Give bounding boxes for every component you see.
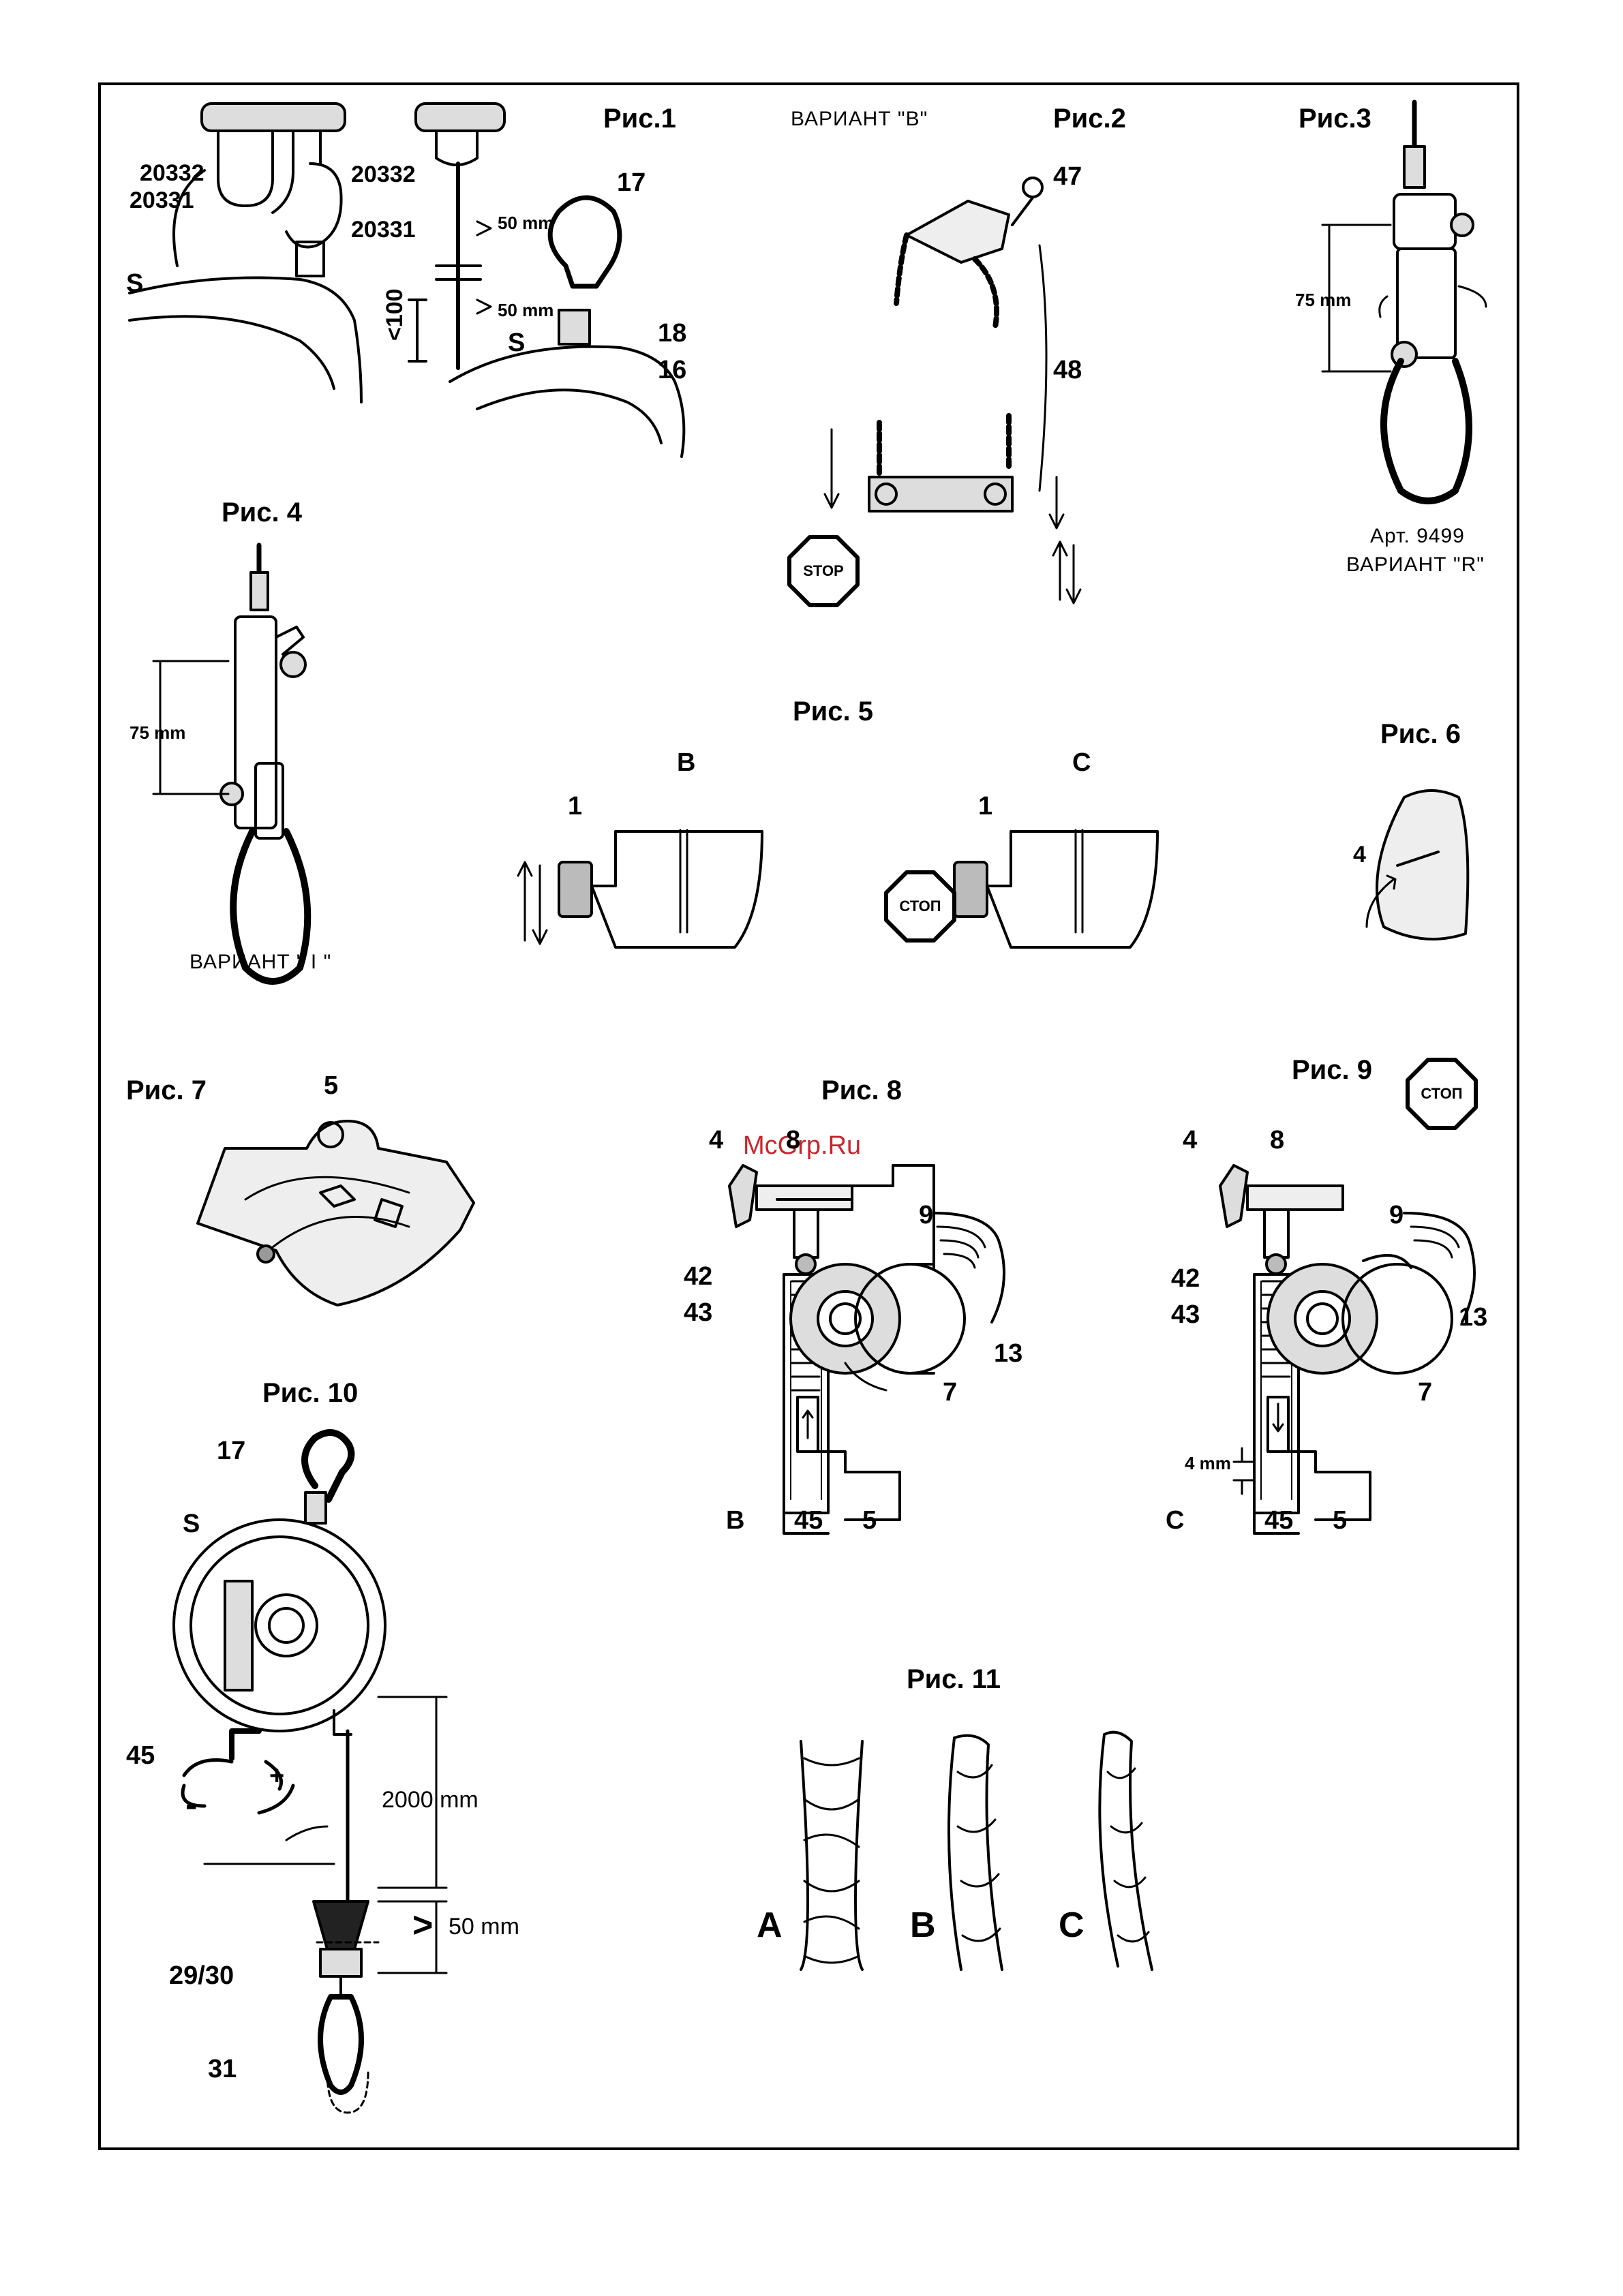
fig9-dim-4mm: 4 mm: [1185, 1453, 1231, 1473]
fig4-dim-75mm: 75 mm: [130, 722, 186, 743]
fig1-label-s: S: [126, 269, 144, 298]
fig9-label-8: 8: [1270, 1126, 1285, 1154]
fig8-drawing: [728, 1164, 1005, 1535]
fig7-label-5: 5: [324, 1071, 339, 1100]
fig1-label-20332b: 20332: [351, 162, 416, 187]
fig10-dim-50mm: 50 mm: [449, 1914, 519, 1940]
fig8-label-13: 13: [994, 1339, 1023, 1368]
fig1-title: Рис.1: [603, 104, 676, 134]
fig10-label-s: S: [183, 1510, 200, 1538]
fig6-label-4: 4: [1353, 842, 1366, 868]
fig1-dim-50mm-a: 50 mm: [498, 213, 554, 233]
fig8-title: Рис. 8: [821, 1075, 902, 1105]
fig8-label-5: 5: [862, 1506, 877, 1535]
fig6-title: Рис. 6: [1380, 719, 1461, 749]
fig3-drawing: [1321, 100, 1487, 504]
fig10-label-17: 17: [217, 1437, 246, 1465]
fig9-label-c: C: [1166, 1506, 1185, 1535]
fig1-dim-100: <100: [382, 288, 408, 341]
fig10-title: Рис. 10: [262, 1378, 359, 1408]
fig10-label-29-30: 29/30: [169, 1961, 234, 1990]
fig9-stop-sign: СТОП: [1421, 1085, 1463, 1102]
fig10-dim-2000mm: 2000 mm: [382, 1787, 479, 1813]
fig1-drawing: [128, 102, 686, 458]
fig5-column-b: B: [677, 748, 696, 777]
fig9-title: Рис. 9: [1292, 1055, 1372, 1085]
fig1-dim-50mm-b: 50 mm: [498, 300, 554, 320]
fig8-label-43: 43: [684, 1298, 713, 1327]
fig1-label-20331: 20331: [130, 187, 194, 213]
fig6-drawing: [1365, 789, 1470, 940]
fig9-label-42: 42: [1171, 1264, 1200, 1293]
fig3-art: Арт. 9499: [1370, 525, 1465, 547]
fig11-label-c: C: [1059, 1905, 1084, 1945]
fig2-drawing: [787, 177, 1082, 607]
fig8-label-b: B: [726, 1506, 745, 1535]
fig8-label-45: 45: [794, 1506, 823, 1535]
fig10-drawing: [172, 1429, 448, 2114]
fig1-label-18: 18: [658, 319, 687, 348]
fig9-label-7: 7: [1418, 1378, 1433, 1407]
fig11-label-a: A: [757, 1905, 783, 1945]
fig10-label-31: 31: [208, 2055, 237, 2083]
fig9-label-4: 4: [1183, 1126, 1198, 1154]
fig4-drawing: [152, 542, 312, 985]
fig8-label-7: 7: [943, 1378, 958, 1407]
fig7-drawing: [196, 1120, 475, 1306]
fig3-title: Рис.3: [1299, 104, 1371, 134]
fig8-label-4: 4: [709, 1126, 724, 1154]
fig4-variant: ВАРИАНТ " I ": [189, 951, 332, 973]
fig10-greater-sign: >: [412, 1905, 434, 1945]
page-frame: [98, 82, 1519, 2150]
fig2-label-47: 47: [1053, 162, 1082, 191]
fig5-column-c: C: [1072, 748, 1091, 777]
fig4-title: Рис. 4: [222, 498, 302, 527]
fig5-label-1b: 1: [568, 792, 583, 821]
fig1-label-s2: S: [508, 328, 526, 357]
fig3-variant: ВАРИАНТ "R": [1346, 553, 1485, 576]
fig2-stop-sign: STOP: [803, 562, 844, 579]
fig8-label-8: 8: [786, 1126, 801, 1154]
fig8-label-9: 9: [919, 1201, 934, 1229]
fig9-label-13: 13: [1459, 1303, 1488, 1332]
fig7-title: Рис. 7: [126, 1075, 207, 1105]
fig1-label-17: 17: [617, 168, 646, 197]
fig1-label-20332: 20332: [140, 160, 204, 186]
fig3-dim-75mm: 75 mm: [1295, 290, 1352, 310]
fig10-plus: +: [269, 1762, 285, 1790]
fig2-title: Рис.2: [1053, 104, 1126, 134]
watermark: McGrp.Ru: [743, 1131, 862, 1160]
fig1-label-20331b: 20331: [351, 217, 416, 243]
fig5-drawing: [517, 829, 1159, 949]
fig11-label-b: B: [910, 1905, 936, 1945]
fig9-label-43: 43: [1171, 1300, 1200, 1329]
fig8-label-42: 42: [684, 1262, 713, 1291]
fig2-label-48: 48: [1053, 356, 1082, 384]
fig9-label-9: 9: [1389, 1201, 1404, 1229]
fig9-label-5: 5: [1333, 1506, 1348, 1535]
fig5-label-1c: 1: [978, 792, 993, 821]
fig1-label-16: 16: [658, 356, 687, 384]
fig11-title: Рис. 11: [907, 1664, 1001, 1694]
fig2-variant: ВАРИАНТ "В": [791, 108, 928, 130]
fig10-minus: -: [185, 1785, 198, 1824]
fig9-drawing: [1219, 1058, 1478, 1535]
fig11-drawing: [800, 1730, 1153, 1971]
fig5-title: Рис. 5: [793, 697, 873, 726]
fig5-stop-sign: СТОП: [899, 898, 941, 915]
fig10-label-45: 45: [126, 1741, 155, 1770]
fig9-label-45: 45: [1264, 1506, 1294, 1535]
